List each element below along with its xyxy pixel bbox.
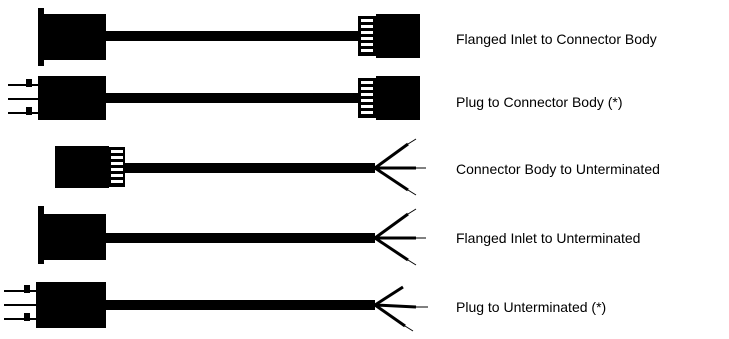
connector-body-icon	[55, 146, 125, 188]
cable-line	[106, 233, 375, 243]
plug-icon	[8, 76, 106, 120]
flanged-inlet-icon	[38, 8, 106, 66]
unterminated-leads-icon	[374, 138, 426, 196]
assembly-row-5	[4, 282, 428, 332]
connector-body-icon	[358, 14, 420, 58]
cable-line	[125, 163, 375, 173]
assembly-label-connector-body-to-unterminated: Connector Body to Unterminated	[456, 161, 660, 177]
plug-icon	[4, 282, 106, 328]
cable-line	[106, 300, 375, 310]
cable-line	[106, 31, 358, 41]
assembly-row-4	[38, 206, 426, 266]
assembly-row-2	[8, 76, 420, 120]
assembly-label-flanged-inlet-to-unterminated: Flanged Inlet to Unterminated	[456, 230, 641, 246]
unterminated-leads-icon	[374, 285, 428, 332]
assembly-label-plug-to-unterminated: Plug to Unterminated (*)	[456, 299, 607, 315]
flanged-inlet-icon	[38, 206, 106, 264]
connector-body-icon	[358, 76, 420, 120]
unterminated-leads-icon	[374, 208, 426, 266]
assembly-label-flanged-inlet-to-connector-body: Flanged Inlet to Connector Body	[456, 31, 657, 47]
assembly-row-3	[55, 138, 426, 196]
assembly-label-plug-to-connector-body: Plug to Connector Body (*)	[456, 94, 623, 110]
cable-line	[106, 93, 358, 103]
assembly-row-1	[38, 8, 420, 66]
